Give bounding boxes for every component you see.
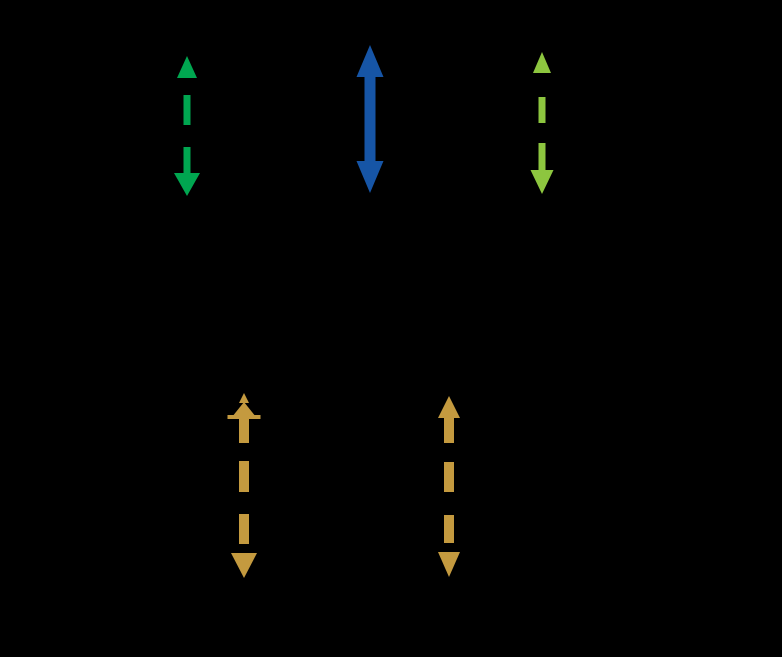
arrowhead-up: [177, 56, 197, 78]
dash-segment: [183, 147, 191, 176]
green-dashed-double-arrow-icon: [174, 56, 200, 196]
arrowhead-up: [438, 396, 460, 418]
dash-segment: [444, 462, 454, 492]
blue-solid-double-arrow-shape: [356, 45, 384, 193]
light-green-dashed-double-arrow-icon: [530, 52, 554, 194]
arrowhead-up-small: [239, 393, 249, 403]
arrowhead-down: [174, 173, 200, 196]
arrowhead-crossbar: [227, 415, 261, 419]
light-green-dashed-double-arrow-shape: [530, 52, 554, 194]
arrowhead-down: [231, 553, 257, 578]
dash-segment: [183, 95, 191, 125]
arrowhead-down: [356, 161, 384, 193]
green-dashed-double-arrow-shape: [174, 56, 200, 196]
arrow-shaft: [239, 419, 249, 443]
arrowhead-up: [356, 45, 384, 77]
arrowhead-up-large: [232, 402, 256, 417]
arrow-shaft: [364, 72, 376, 166]
gold-dashed-double-arrow-right-shape: [438, 396, 460, 577]
dash-segment: [538, 143, 546, 170]
gold-dashed-double-arrow-left-shape: [227, 393, 261, 578]
gold-dashed-double-arrow-left-icon: [227, 393, 261, 578]
gold-dashed-double-arrow-right-icon: [438, 396, 460, 577]
blue-solid-double-arrow-icon: [356, 45, 384, 193]
dash-segment: [538, 97, 546, 123]
arrowhead-down: [530, 170, 554, 194]
arrow-shaft: [444, 418, 454, 443]
dash-segment: [239, 461, 249, 492]
dash-segment: [444, 515, 454, 543]
arrowhead-up: [533, 52, 551, 73]
arrowhead-down: [438, 552, 460, 577]
dash-segment: [239, 514, 249, 544]
